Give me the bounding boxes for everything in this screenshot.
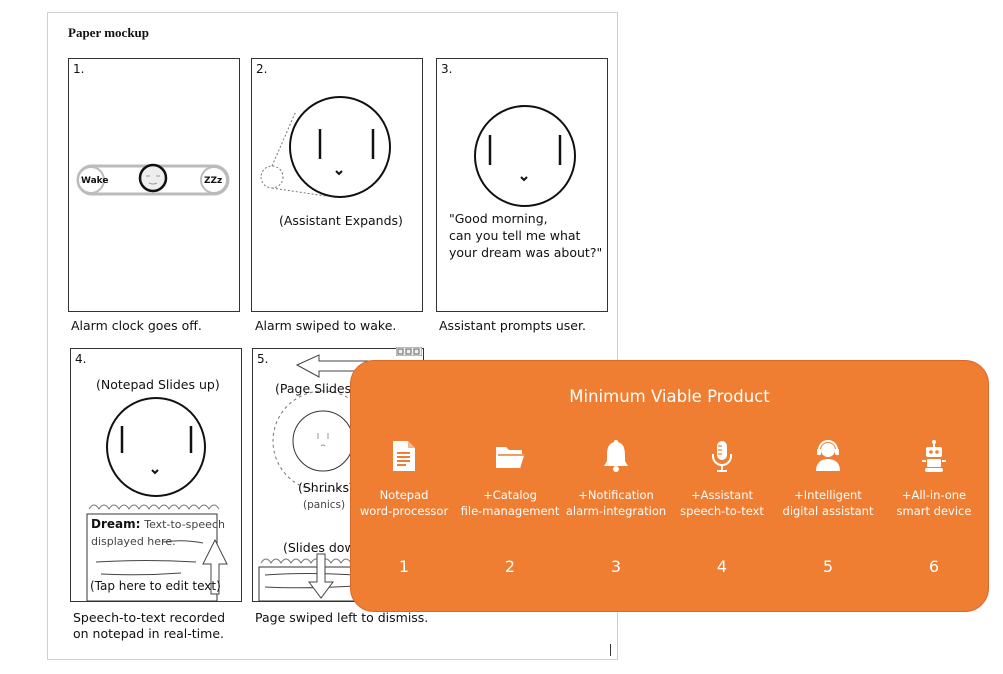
text-cursor [610, 644, 611, 656]
panel-4-caption-line-1: Speech-to-text recorded [73, 610, 226, 625]
support-agent-icon [816, 440, 840, 471]
dream-text-line-1: Dream: Text-to-speech [91, 516, 225, 533]
mvp-item-line-1: +Catalog [483, 488, 537, 502]
assistant-face-drawing [474, 105, 576, 207]
mvp-item-assistant: +Assistant speech-to-text 4 [669, 439, 775, 576]
wake-label: Wake [81, 176, 109, 186]
panel-1-caption: Alarm clock goes off. [71, 318, 202, 333]
mvp-item-notification: +Notification alarm-integration 3 [563, 439, 669, 576]
page-slides-text: (Page Slides [275, 381, 352, 396]
microphone-icon [712, 441, 732, 472]
greeting-line-1: "Good morning, [449, 211, 548, 226]
bell-icon [604, 440, 628, 472]
panel-3-caption: Assistant prompts user. [439, 318, 586, 333]
tap-to-edit-text: (Tap here to edit text) [90, 579, 221, 593]
folder-icon [496, 447, 526, 469]
notepad-slides-text: (Notepad Slides up) [96, 377, 220, 392]
mvp-card: Minimum Viable Product Notepad word-proc… [350, 360, 989, 612]
dream-label: Dream: [91, 517, 141, 531]
mvp-item-line-1: +All-in-one [901, 488, 967, 502]
dream-text: Text-to-speech [144, 518, 225, 531]
mvp-item-number: 4 [716, 557, 728, 576]
mvp-item-line-1: +Intelligent [794, 488, 862, 502]
panel-1: 1. Wake ZZz [68, 58, 240, 312]
mvp-item-number: 2 [504, 557, 516, 576]
mvp-item-number: 5 [822, 557, 834, 576]
mvp-item-line-2: alarm-integration [565, 504, 667, 518]
sheet-title: Paper mockup [68, 25, 150, 40]
robot-icon [922, 440, 946, 472]
assistant-expands-text: (Assistant Expands) [279, 213, 403, 228]
mvp-item-line-1: Notepad [379, 488, 429, 502]
panel-number: 1. [73, 62, 85, 76]
mvp-item-line-2: file-management [460, 504, 560, 518]
panel-2-caption: Alarm swiped to wake. [255, 318, 397, 333]
panel-number: 3. [441, 62, 453, 76]
panel-2: 2. (Assistant Expands) [251, 58, 423, 312]
notepad-icon [393, 441, 415, 471]
assistant-face-drawing [260, 96, 391, 198]
mvp-item-line-2: speech-to-text [680, 504, 764, 518]
panel-number: 5. [257, 352, 269, 366]
mvp-item-line-1: +Assistant [690, 488, 754, 502]
mvp-item-notepad: Notepad word-processor 1 [351, 439, 457, 576]
window-controls-icon [396, 347, 422, 356]
panel-4-caption-line-2: on notepad in real-time. [73, 626, 224, 641]
mvp-item-number: 3 [610, 557, 622, 576]
greeting-line-3: your dream was about?" [449, 245, 603, 260]
mvp-title: Minimum Viable Product [569, 387, 770, 406]
mvp-item-intelligent: +Intelligent digital assistant 5 [775, 439, 881, 576]
mvp-item-catalog: +Catalog file-management 2 [457, 439, 563, 576]
alarm-slider-drawing [76, 163, 230, 196]
mvp-item-number: 1 [398, 557, 410, 576]
panel-4: 4. (Notepad Slides up) Dream: Text-to-sp… [70, 348, 242, 602]
panel-3: 3. "Good morning, can you tell me what y… [436, 58, 608, 312]
slides-down-text: (Slides dow [283, 540, 355, 555]
sleep-label: ZZz [204, 176, 223, 186]
mvp-item-line-2: smart device [896, 504, 972, 518]
shrinks-text: (Shrinks) [298, 480, 354, 495]
greeting-line-2: can you tell me what [449, 228, 581, 243]
mvp-item-line-2: word-processor [359, 504, 449, 518]
mvp-item-line-2: digital assistant [782, 504, 874, 518]
mvp-item-line-1: +Notification [578, 488, 654, 502]
mvp-item-smart-device: +All-in-one smart device 6 [881, 439, 987, 576]
mvp-item-number: 6 [928, 557, 940, 576]
notepad-drawing [86, 397, 228, 601]
panel-5-caption: Page swiped left to dismiss. [255, 610, 429, 625]
panics-text: (panics) [303, 499, 346, 511]
dream-text-line-2: displayed here. [91, 535, 176, 548]
panel-number: 2. [256, 62, 268, 76]
panel-number: 4. [75, 352, 87, 366]
